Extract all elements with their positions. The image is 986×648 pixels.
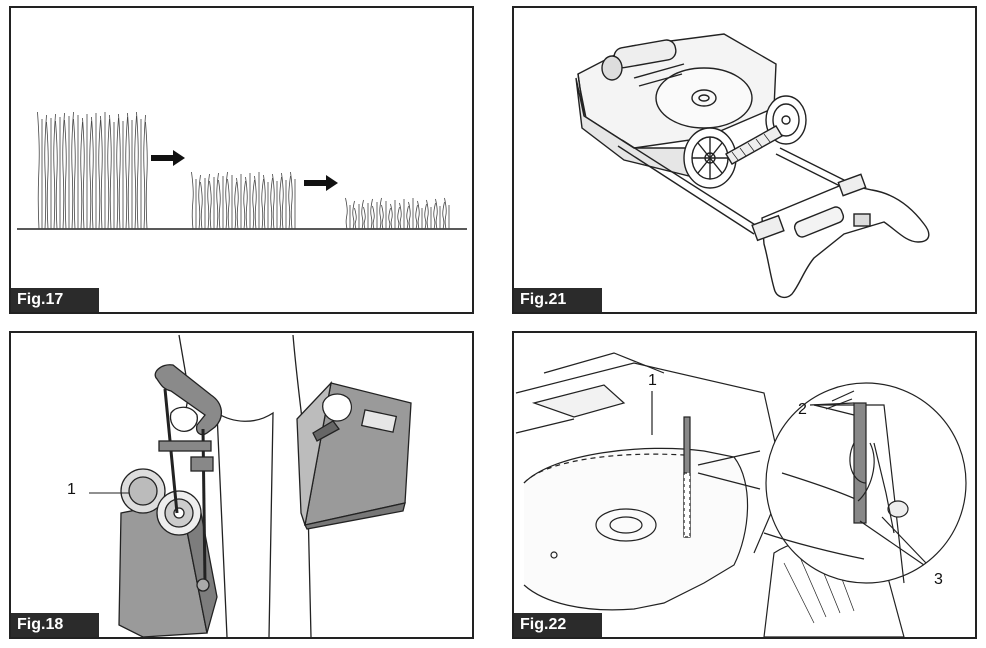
callout-number: 1 (648, 372, 657, 389)
callout-number: 2 (798, 401, 807, 418)
mower-upside-down-illustration (575, 33, 930, 299)
figure-label: Fig.18 (11, 613, 99, 637)
blade-holder-illustration (515, 352, 967, 637)
arrow-right-icon (151, 150, 185, 166)
figure-21-panel: Fig.21 (512, 6, 977, 314)
figure-label: Fig.21 (514, 288, 602, 312)
figure-label: Fig.17 (11, 288, 99, 312)
carrying-mower-illustration (89, 334, 412, 637)
arrow-right-icon (304, 175, 338, 191)
grass-height-illustration (17, 111, 467, 230)
callout-number: 1 (67, 481, 76, 498)
figure-18-panel: 1 Fig.18 (9, 331, 474, 639)
figure-label: Fig.22 (514, 613, 602, 637)
figure-22-panel: 1 2 3 Fig.22 (512, 331, 977, 639)
callout-number: 3 (934, 571, 943, 588)
figure-17-panel: Fig.17 (9, 6, 474, 314)
